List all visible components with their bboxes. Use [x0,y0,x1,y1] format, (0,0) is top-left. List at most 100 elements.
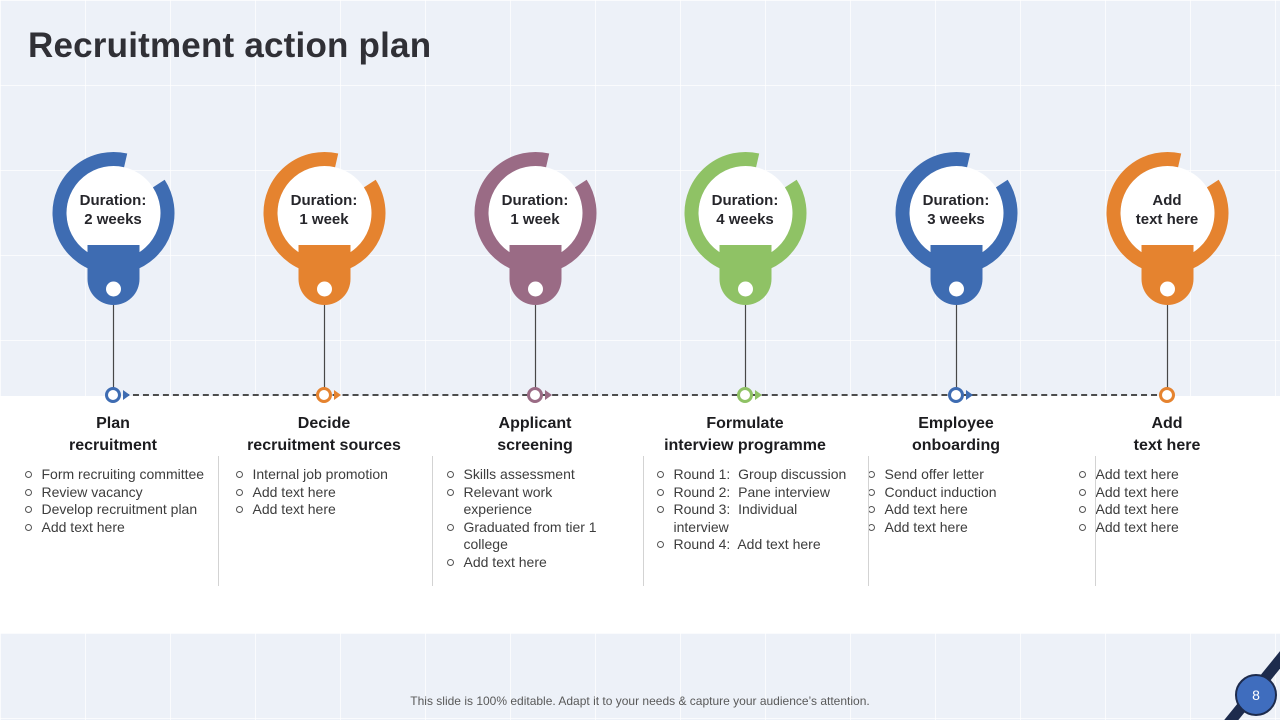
page-title: Recruitment action plan [28,26,432,65]
timeline-node [316,387,332,403]
duration-label: Duration: 2 weeks [43,191,184,229]
milestone-pin [87,245,139,305]
milestone-inner-circle [698,166,792,260]
bullet-item: Send offer letter [863,466,1060,484]
bullet-item: Review vacancy [20,484,212,502]
milestone-marker-icon [263,152,385,395]
bullet-item: Add text here [1074,501,1256,519]
timeline-node [737,387,753,403]
duration-line2: 1 week [299,211,349,228]
column-heading-line2: recruitment sources [247,437,401,454]
timeline-arrow-icon [123,390,130,400]
duration-label: Duration: 1 week [254,191,395,229]
duration-line2: 1 week [510,211,560,228]
bullet-item: Internal job promotion [231,466,428,484]
column-heading: Plan recruitment [0,413,259,457]
duration-line1: Add [1152,192,1182,209]
timeline-column-employee-onboarding: Duration: 3 weeks Employee onboarding Se… [851,0,1062,620]
column-heading-line1: Plan [96,415,130,432]
milestone-pin [930,245,982,305]
milestone-ring [474,152,596,274]
bullet-item: Add text here [1074,466,1256,484]
column-heading-line1: Formulate [706,415,784,432]
milestone-pin-dot [948,281,964,297]
duration-label: Duration: 4 weeks [675,191,816,229]
duration-line1: Duration: [501,192,569,209]
timeline-arrow-icon [545,390,552,400]
milestone-pin [1141,245,1193,305]
duration-line2: 3 weeks [927,211,985,228]
bullet-item: Add text here [231,501,428,519]
milestone-ring [895,152,1017,274]
milestone-inner-circle [1120,166,1214,260]
column-heading: Employee onboarding [811,413,1102,457]
milestone-inner-circle [66,166,160,260]
milestone-ring [684,152,806,274]
column-heading: Formulate interview programme [600,413,891,457]
milestone-pin-dot [737,281,753,297]
timeline-column-formulate-interview-programme: Duration: 4 weeks Formulate interview pr… [640,0,851,620]
column-heading-line2: interview programme [664,437,826,454]
timeline-arrow-icon [334,390,341,400]
bullet-item: Add text here [442,554,624,572]
milestone-ring [263,152,385,274]
milestone-inner-circle [277,166,371,260]
milestone-pin [509,245,561,305]
footer-note: This slide is 100% editable. Adapt it to… [410,694,870,708]
milestone-pin [298,245,350,305]
duration-line1: Duration: [922,192,990,209]
column-heading-line2: onboarding [912,437,1000,454]
milestone-marker-icon [1106,152,1228,395]
background-band-bottom [0,633,1280,720]
bullet-item: Develop recruitment plan [20,501,212,519]
duration-line1: Duration: [79,192,147,209]
milestone-ring [52,152,174,274]
column-divider [218,456,219,586]
milestone-pin-dot [1159,281,1175,297]
duration-label: Duration: 1 week [465,191,606,229]
milestone-pin-dot [316,281,332,297]
bullet-item: Add text here [231,484,428,502]
page-number-badge: 8 [1235,674,1277,716]
column-heading-line1: Applicant [498,415,572,432]
milestone-ring [1106,152,1228,274]
timeline-node [527,387,543,403]
milestone-marker-icon [684,152,806,395]
bullet-item: Round 3: Individual interview [652,501,849,536]
timeline-line [113,394,1167,396]
column-divider [868,456,869,586]
duration-line2: 2 weeks [84,211,142,228]
column-heading: Decide recruitment sources [179,413,470,457]
bullet-item: Round 4: Add text here [652,536,849,554]
duration-line2: 4 weeks [716,211,774,228]
timeline-node [948,387,964,403]
bullet-item: Add text here [1074,484,1256,502]
timeline-column-decide-recruitment-sources: Duration: 1 week Decide recruitment sour… [219,0,430,620]
milestone-pin-dot [105,281,121,297]
column-divider [643,456,644,586]
bullet-item: Graduated from tier 1 college [442,519,624,554]
column-heading: Applicant screening [390,413,681,457]
column-heading-line2: screening [497,437,573,454]
duration-label: Duration: 3 weeks [886,191,1027,229]
milestone-inner-circle [909,166,1003,260]
milestone-inner-circle [488,166,582,260]
bullet-item: Round 1: Group discussion [652,466,849,484]
duration-label: Add text here [1097,191,1238,229]
duration-line2: text here [1135,211,1199,228]
milestone-marker-icon [52,152,174,395]
timeline-column-plan-recruitment: Duration: 2 weeks Plan recruitment Form … [8,0,219,620]
duration-line1: Duration: [711,192,779,209]
bullet-item: Add text here [1074,519,1256,537]
column-heading-line2: text here [1133,437,1201,454]
timeline-node [105,387,121,403]
timeline-arrow-icon [755,390,762,400]
page-number: 8 [1252,687,1260,703]
